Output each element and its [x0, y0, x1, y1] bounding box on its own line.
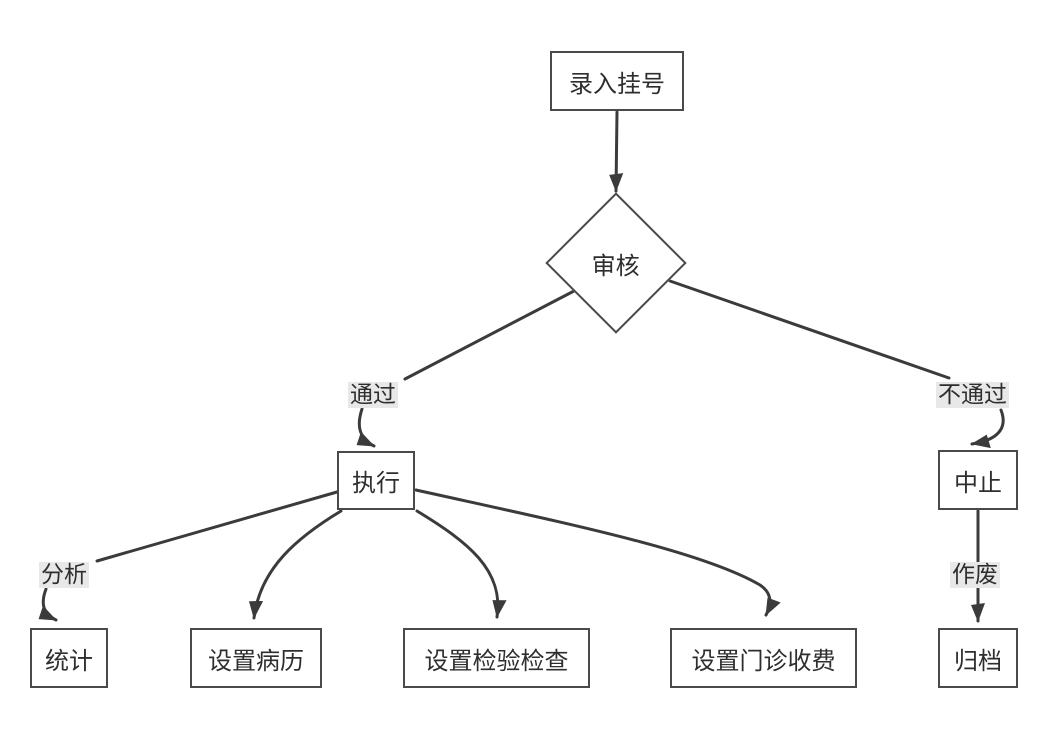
node-enter-registration: 录入挂号: [550, 51, 684, 111]
node-abort: 中止: [938, 450, 1018, 510]
edge-execute-lab-exams: [415, 509, 507, 619]
edge-label-analyze: 分析: [39, 562, 89, 588]
node-set-lab-exams-label: 设置检验检查: [424, 646, 569, 675]
node-set-outpatient-fees: 设置门诊收费: [670, 628, 857, 688]
node-set-medical-record: 设置病历: [190, 628, 322, 688]
edge-fail-abort: [970, 408, 1005, 449]
edge-review-fail-line: [668, 279, 951, 380]
edge-review-pass-line: [403, 289, 576, 381]
node-statistics: 统计: [30, 628, 108, 688]
node-archive-label: 归档: [954, 646, 1002, 675]
edge-execute-outpatient-fees: [414, 488, 781, 617]
node-set-outpatient-fees-label: 设置门诊收费: [691, 646, 836, 675]
node-set-medical-record-label: 设置病历: [208, 646, 304, 675]
edge-pass-execute: [356, 407, 376, 448]
edge-label-pass: 通过: [348, 382, 398, 408]
edge-execute-medical-record: [248, 509, 343, 620]
node-statistics-label: 统计: [45, 646, 93, 675]
edge-label-void: 作废: [950, 562, 1000, 588]
node-review-label: 审核: [592, 251, 640, 280]
edge-execute-analyze-line: [95, 490, 339, 563]
edge-label-fail: 不通过: [936, 382, 1009, 408]
node-set-lab-exams: 设置检验检查: [403, 628, 590, 688]
node-execute-label: 执行: [352, 469, 400, 497]
node-enter-registration-label: 录入挂号: [569, 69, 665, 98]
edge-analyze-statistics: [38, 587, 58, 622]
node-execute: 执行: [337, 451, 415, 510]
edge-start-review: [609, 110, 624, 193]
node-archive: 归档: [938, 628, 1018, 688]
node-abort-label: 中止: [954, 468, 1002, 497]
